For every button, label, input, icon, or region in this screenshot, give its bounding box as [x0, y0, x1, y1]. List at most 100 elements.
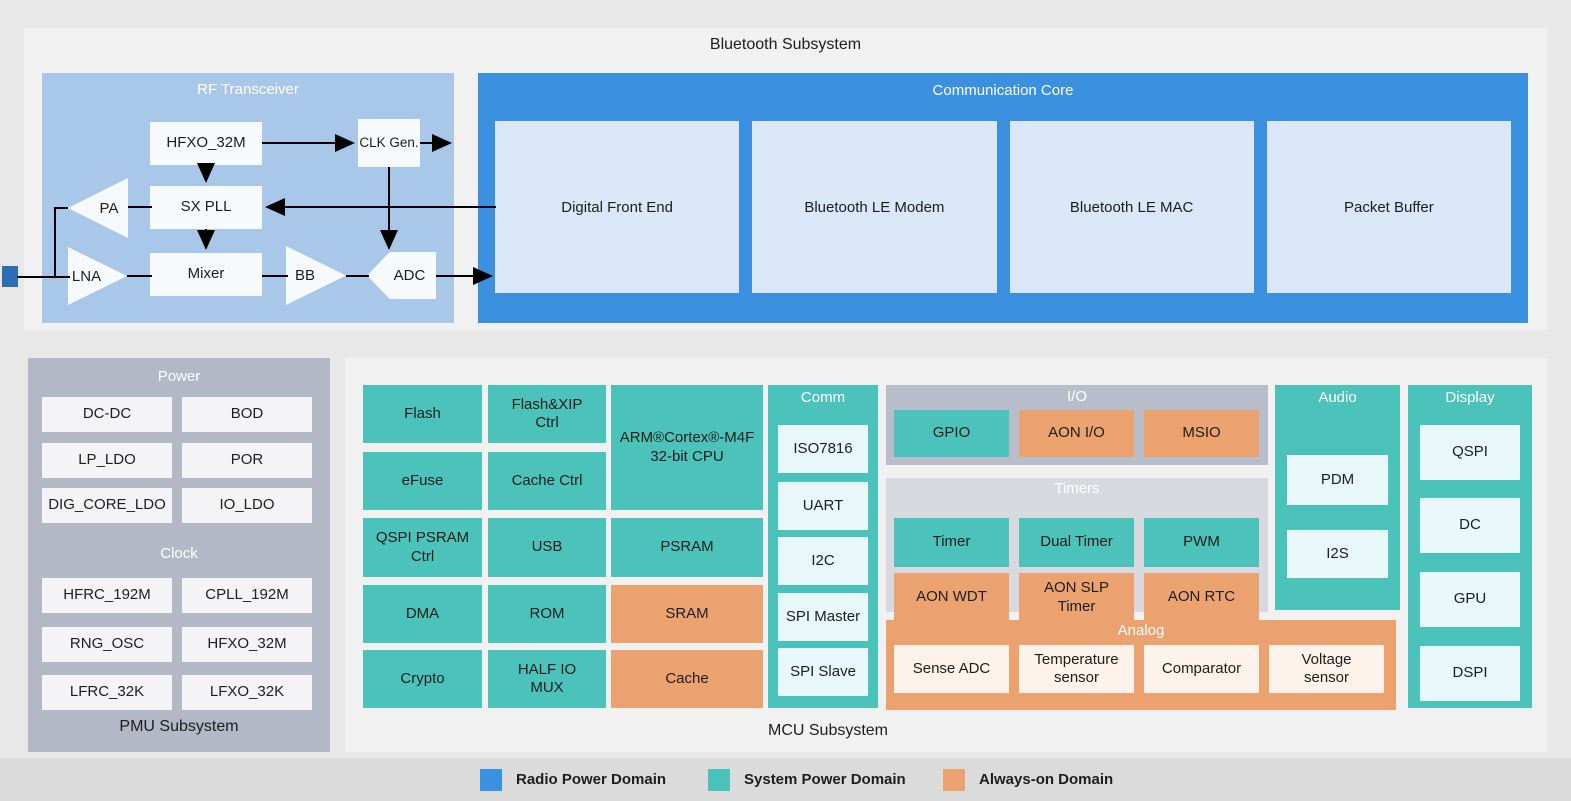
block-cpll-192m: CPLL_192M — [182, 578, 312, 613]
block-rom: ROM — [488, 585, 606, 643]
cpu-label-line2: 32-bit CPU — [650, 447, 724, 465]
block-dual-timer: Dual Timer — [1019, 518, 1134, 567]
block-adc: ADC — [367, 252, 436, 299]
block-hfrc-192m: HFRC_192M — [42, 578, 172, 613]
block-packet-buffer: Packet Buffer — [1266, 121, 1511, 293]
block-lfxo-32k: LFXO_32K — [182, 675, 312, 710]
block-pa-amplifier: PA — [68, 178, 128, 238]
block-bb-amplifier: BB — [286, 246, 346, 305]
block-temperature-sensor: Temperature sensor — [1019, 645, 1134, 693]
mcu-subsystem-title: MCU Subsystem — [767, 722, 889, 739]
block-arm-cortex-m4f-cpu: ARM®Cortex®-M4F 32-bit CPU — [611, 385, 763, 510]
communication-core-section: Communication Core Digital Front End Blu… — [478, 73, 1528, 323]
block-aon-io: AON I/O — [1019, 410, 1134, 457]
block-i2s: I2S — [1287, 530, 1388, 578]
system-domain-swatch — [708, 768, 730, 791]
block-dc: DC — [1420, 498, 1520, 553]
timers-section-title: Timers — [1054, 480, 1100, 497]
analog-section: Analog Sense ADC Temperature sensor Comp… — [886, 620, 1396, 710]
block-dig-core-ldo: DIG_CORE_LDO — [42, 488, 172, 523]
antenna-port — [2, 266, 18, 287]
block-i2c: I2C — [778, 537, 868, 585]
block-usb: USB — [488, 518, 606, 577]
block-voltage-sensor: Voltage sensor — [1269, 645, 1384, 693]
block-mixer: Mixer — [150, 253, 262, 296]
block-hfxo-32m-pmu: HFXO_32M — [182, 627, 312, 662]
block-lna-amplifier: LNA — [68, 247, 127, 305]
block-gpio: GPIO — [894, 410, 1009, 457]
radio-domain-swatch — [480, 768, 502, 791]
block-hfxo-32m: HFXO_32M — [150, 122, 262, 165]
block-cache-ctrl: Cache Ctrl — [488, 452, 606, 510]
audio-section: Audio PDM I2S — [1275, 385, 1400, 610]
comm-section: Comm ISO7816 UART I2C SPI Master SPI Sla… — [768, 385, 878, 708]
block-sram: SRAM — [611, 585, 763, 643]
block-io-ldo: IO_LDO — [182, 488, 312, 523]
block-qspi-psram-ctrl: QSPI PSRAM Ctrl — [363, 518, 482, 577]
timers-section: Timers Timer Dual Timer PWM AON WDT AON … — [886, 478, 1268, 622]
block-half-io-mux: HALF IO MUX — [488, 650, 606, 708]
legend-item-radio: Radio Power Domain — [480, 758, 666, 801]
block-flash-xip-ctrl: Flash&XIP Ctrl — [488, 385, 606, 443]
block-aon-rtc: AON RTC — [1144, 573, 1259, 622]
clock-section-title: Clock — [160, 545, 198, 562]
legend-item-system: System Power Domain — [708, 758, 906, 801]
block-efuse: eFuse — [363, 452, 482, 510]
aon-domain-swatch — [943, 768, 965, 791]
block-aon-wdt: AON WDT — [894, 573, 1009, 622]
block-lp-ldo: LP_LDO — [42, 443, 172, 478]
block-bluetooth-le-mac: Bluetooth LE MAC — [1009, 121, 1254, 293]
bluetooth-subsystem-title: Bluetooth Subsystem — [709, 36, 862, 53]
cpu-label-line1: ARM®Cortex®-M4F — [619, 429, 755, 447]
block-flash: Flash — [363, 385, 482, 443]
analog-section-title: Analog — [1117, 622, 1165, 639]
display-section: Display QSPI DC GPU DSPI — [1408, 385, 1532, 708]
block-dspi: DSPI — [1420, 646, 1520, 701]
block-timer: Timer — [894, 518, 1009, 567]
block-bod: BOD — [182, 397, 312, 432]
pmu-subsystem-title: PMU Subsystem — [119, 718, 239, 735]
pmu-subsystem-container: Power DC-DC BOD LP_LDO POR DIG_CORE_LDO … — [28, 358, 330, 752]
block-cache: Cache — [611, 650, 763, 708]
block-sx-pll: SX PLL — [150, 186, 262, 229]
block-pdm: PDM — [1287, 455, 1388, 505]
block-pwm: PWM — [1144, 518, 1259, 567]
block-aon-slp-timer: AON SLP Timer — [1019, 573, 1134, 622]
block-spi-slave: SPI Slave — [778, 648, 868, 696]
block-spi-master: SPI Master — [778, 593, 868, 641]
block-crypto: Crypto — [363, 650, 482, 708]
communication-core-blocks: Digital Front End Bluetooth LE Modem Blu… — [495, 121, 1511, 293]
display-section-title: Display — [1445, 389, 1495, 406]
rf-transceiver-title: RF Transceiver — [197, 81, 299, 98]
block-msio: MSIO — [1144, 410, 1259, 457]
communication-core-title: Communication Core — [932, 82, 1074, 99]
block-lfrc-32k: LFRC_32K — [42, 675, 172, 710]
audio-section-title: Audio — [1318, 389, 1357, 406]
block-sense-adc: Sense ADC — [894, 645, 1009, 693]
block-comparator: Comparator — [1144, 645, 1259, 693]
power-section-title: Power — [157, 368, 201, 385]
block-qspi: QSPI — [1420, 425, 1520, 480]
block-uart: UART — [778, 482, 868, 530]
legend-item-aon: Always-on Domain — [943, 758, 1113, 801]
block-dma: DMA — [363, 585, 482, 643]
block-por: POR — [182, 443, 312, 478]
bluetooth-subsystem-container: Bluetooth Subsystem RF Transceiver HFXO_… — [24, 28, 1547, 330]
rf-transceiver-section: RF Transceiver HFXO_32M CLK Gen. SX PLL … — [42, 73, 454, 323]
block-digital-front-end: Digital Front End — [495, 121, 740, 293]
legend: Radio Power Domain System Power Domain A… — [0, 758, 1571, 801]
legend-label-system: System Power Domain — [744, 771, 906, 788]
block-rng-osc: RNG_OSC — [42, 627, 172, 662]
io-section-title: I/O — [1066, 388, 1087, 405]
block-dc-dc: DC-DC — [42, 397, 172, 432]
block-clk-gen: CLK Gen. — [358, 119, 420, 167]
legend-label-radio: Radio Power Domain — [516, 771, 667, 788]
block-iso7816: ISO7816 — [778, 425, 868, 473]
block-bluetooth-le-modem: Bluetooth LE Modem — [752, 121, 997, 293]
block-psram: PSRAM — [611, 518, 763, 577]
block-gpu: GPU — [1420, 572, 1520, 627]
legend-label-aon: Always-on Domain — [979, 771, 1114, 788]
mcu-subsystem-container: Flash Flash&XIP Ctrl ARM®Cortex®-M4F 32-… — [345, 358, 1547, 752]
comm-section-title: Comm — [800, 389, 846, 406]
io-section: I/O GPIO AON I/O MSIO — [886, 385, 1268, 465]
